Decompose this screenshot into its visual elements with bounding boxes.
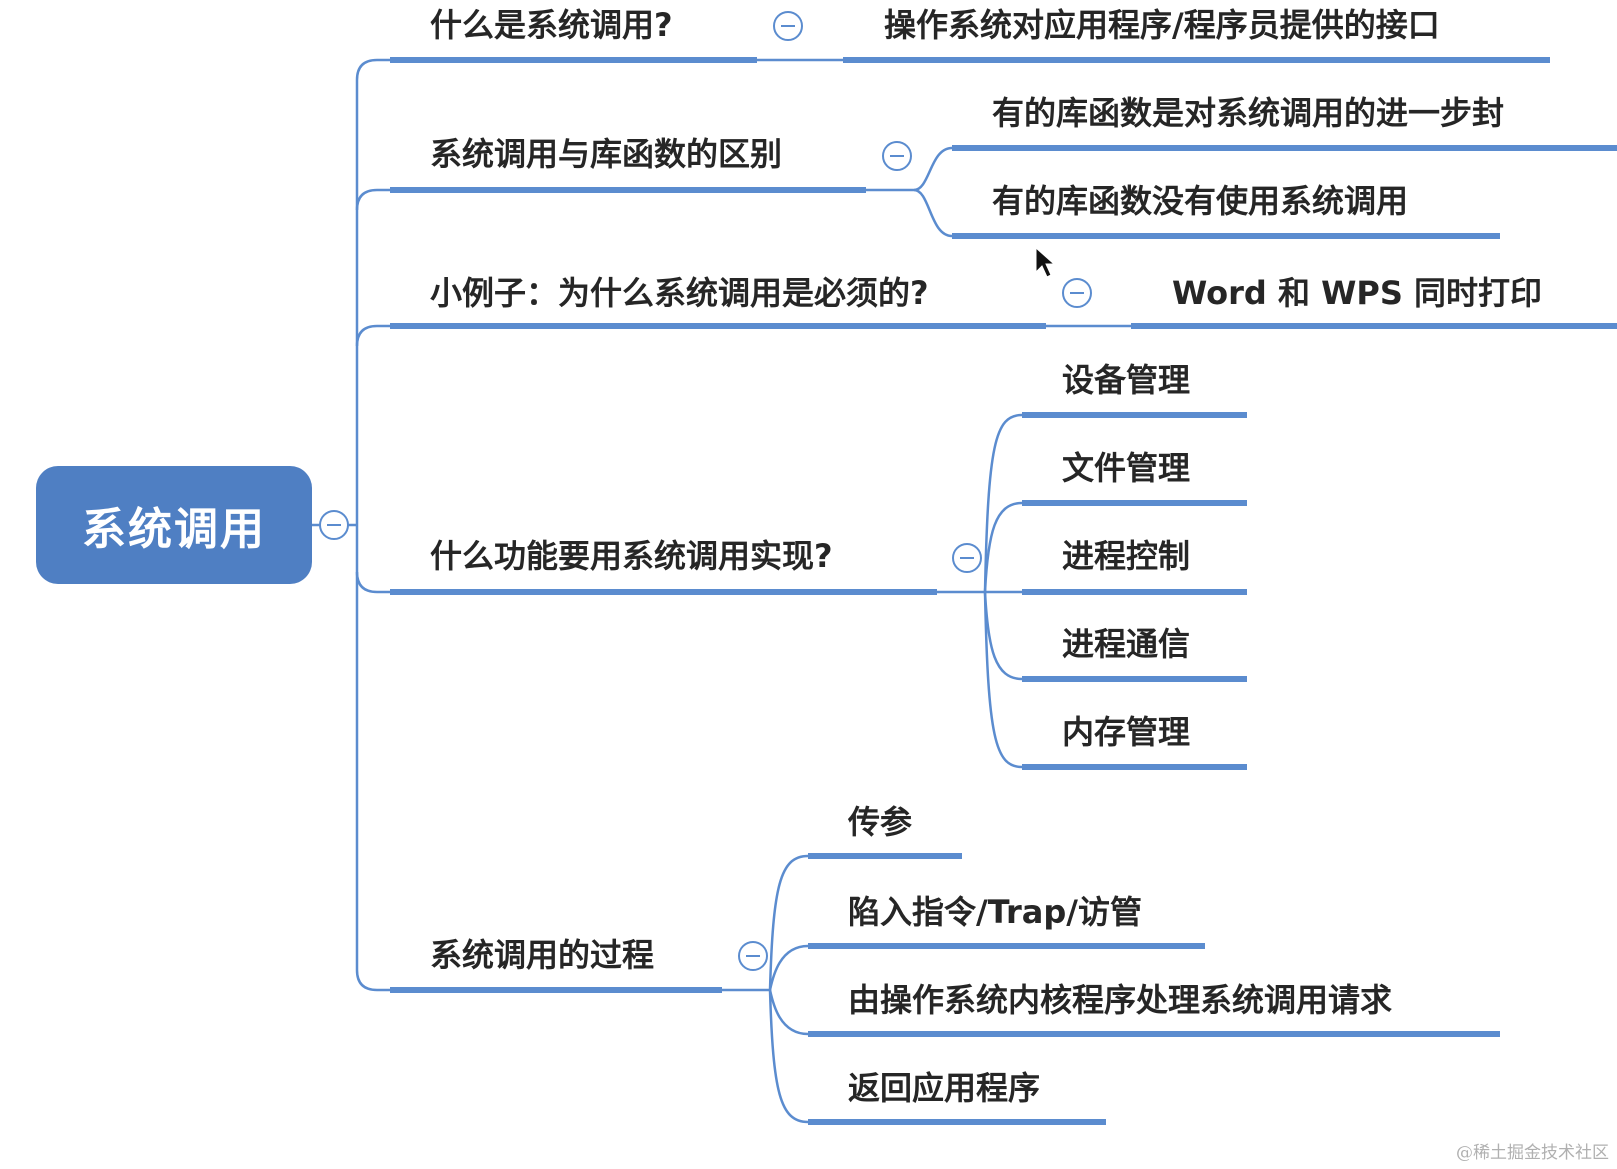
child-trap-instruction[interactable]: 陷入指令/Trap/访管	[848, 893, 1142, 931]
root-node[interactable]: 系统调用	[36, 466, 312, 584]
child-connector	[913, 188, 953, 238]
child-file-management[interactable]: 文件管理	[1062, 449, 1191, 487]
branch-line	[355, 58, 390, 81]
child-lib-no-syscall[interactable]: 有的库函数没有使用系统调用	[992, 182, 1409, 220]
t5-collapse-icon[interactable]	[738, 941, 768, 971]
branch-line	[355, 188, 390, 211]
child-process-control[interactable]: 进程控制	[1062, 537, 1191, 575]
child-connector	[768, 944, 809, 991]
child-return-to-app[interactable]: 返回应用程序	[848, 1069, 1041, 1107]
child-device-management[interactable]: 设备管理	[1062, 361, 1191, 399]
topic-what-is-syscall[interactable]: 什么是系统调用?	[430, 6, 673, 44]
branch-line	[355, 969, 390, 992]
child-connector	[768, 854, 809, 991]
topic-example-why-needed[interactable]: 小例子：为什么系统调用是必须的?	[430, 274, 929, 312]
t3-collapse-icon[interactable]	[1062, 278, 1092, 308]
child-interface[interactable]: 操作系统对应用程序/程序员提供的接口	[884, 6, 1440, 44]
t4-collapse-icon[interactable]	[952, 543, 982, 573]
child-memory-management[interactable]: 内存管理	[1062, 713, 1191, 751]
t1-collapse-icon[interactable]	[773, 11, 803, 41]
child-pass-params[interactable]: 传参	[848, 803, 913, 841]
watermark: @稀土掘金技术社区	[1456, 1143, 1609, 1163]
root-node-label: 系统调用	[82, 504, 266, 555]
child-kernel-handles-request[interactable]: 由操作系统内核程序处理系统调用请求	[848, 981, 1393, 1019]
branch-line	[355, 571, 390, 594]
child-connector	[983, 591, 1023, 769]
child-word-wps-print[interactable]: Word 和 WPS 同时打印	[1172, 274, 1543, 312]
branch-line	[355, 324, 390, 347]
mouse-cursor-icon	[1035, 246, 1056, 278]
topic-syscall-vs-library[interactable]: 系统调用与库函数的区别	[430, 135, 783, 173]
child-connector	[983, 501, 1023, 593]
child-connector	[983, 413, 1023, 593]
child-lib-wraps-syscall[interactable]: 有的库函数是对系统调用的进一步封	[992, 94, 1505, 132]
root-collapse-icon[interactable]	[319, 510, 349, 540]
child-connector	[768, 989, 809, 1124]
topic-syscall-process[interactable]: 系统调用的过程	[430, 936, 655, 974]
child-process-communication[interactable]: 进程通信	[1062, 625, 1191, 663]
topic-which-functions[interactable]: 什么功能要用系统调用实现?	[430, 537, 833, 575]
t2-collapse-icon[interactable]	[882, 141, 912, 171]
